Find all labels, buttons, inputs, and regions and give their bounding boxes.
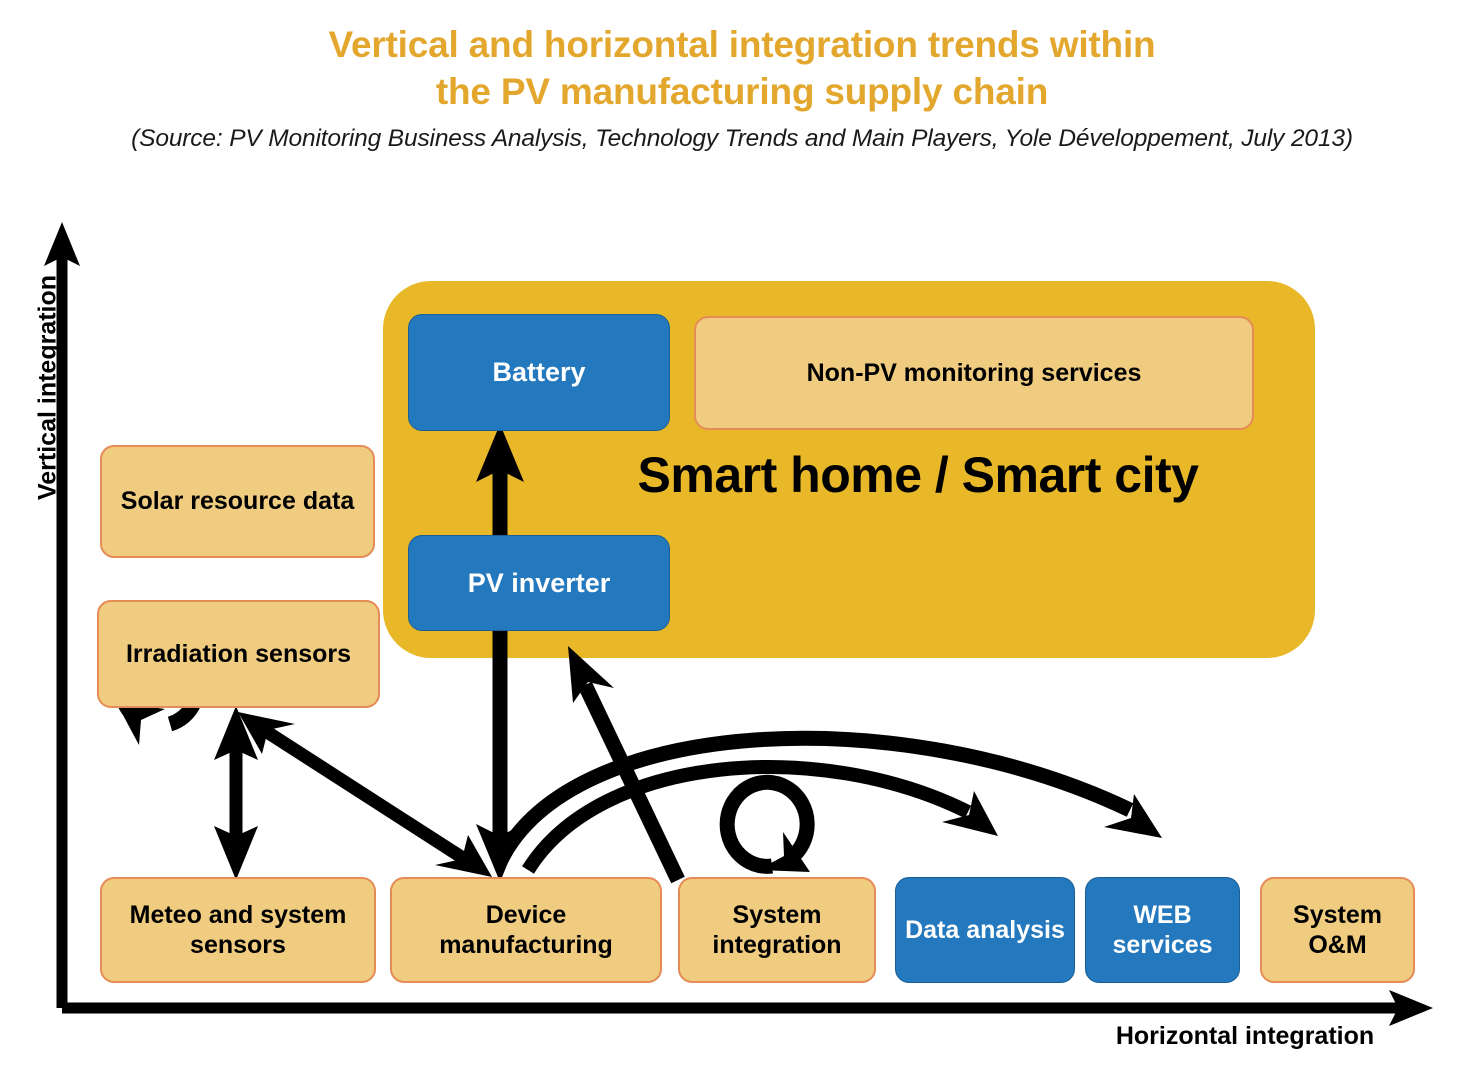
connectors: [113, 424, 1162, 884]
node-device-manufacturing[interactable]: Device manufacturing: [390, 877, 662, 983]
node-label: Non-PV monitoring services: [806, 358, 1142, 387]
node-data-analysis[interactable]: Data analysis: [895, 877, 1075, 983]
node-web-services[interactable]: WEB services: [1085, 877, 1240, 983]
node-label: Meteo and system sensors: [129, 900, 347, 960]
node-label: PV inverter: [467, 567, 611, 598]
node-solar-resource-data[interactable]: Solar resource data: [100, 445, 375, 558]
node-irradiation-sensors[interactable]: Irradiation sensors: [97, 600, 380, 708]
axis-group: [44, 222, 1433, 1026]
node-label: Irradiation sensors: [125, 639, 352, 668]
node-label: System O&M: [1293, 900, 1382, 960]
title-line-2: the PV manufacturing supply chain: [435, 70, 1049, 112]
node-pv-inverter[interactable]: PV inverter: [408, 535, 670, 631]
node-label: Data analysis: [905, 915, 1065, 944]
title-line-1: Vertical and horizontal integration tren…: [328, 24, 1156, 65]
horizontal-axis-arrowhead: [1389, 990, 1433, 1026]
node-label: Battery: [492, 357, 586, 388]
connector-system-integration-self-loop: [719, 774, 815, 874]
node-label: Device manufacturing: [439, 900, 613, 960]
node-label: System integration: [712, 900, 842, 960]
node-non-pv-monitoring-services[interactable]: Non-PV monitoring services: [694, 316, 1254, 430]
page-title: Vertical and horizontal integration tren…: [0, 22, 1484, 115]
connector-system-integration-to-pv-inverter: [568, 646, 685, 884]
connector-pv-inverter-to-battery: [476, 424, 524, 540]
source-caption: (Source: PV Monitoring Business Analysis…: [131, 125, 1353, 152]
smart-home-label: Smart home / Smart city: [637, 447, 1199, 503]
vertical-axis-arrowhead: [44, 222, 80, 266]
node-label: WEB services: [1112, 900, 1213, 960]
connector-irradiation-sensors-to-device-manufacturing: [238, 712, 492, 877]
connector-irradiation-sensors-to-meteo-system-sensors: [214, 706, 258, 880]
node-system-om[interactable]: System O&M: [1260, 877, 1415, 983]
node-meteo-system-sensors[interactable]: Meteo and system sensors: [100, 877, 376, 983]
horizontal-axis-label: Horizontal integration: [1115, 1022, 1375, 1050]
node-system-integration[interactable]: System integration: [678, 877, 876, 983]
vertical-axis-label: Vertical integration: [33, 274, 62, 501]
connector-device-manufacturing-to-web-services: [493, 730, 1162, 866]
node-battery[interactable]: Battery: [408, 314, 670, 431]
node-label: Solar resource data: [120, 487, 355, 516]
connector-device-manufacturing-to-data-analysis: [522, 760, 998, 874]
